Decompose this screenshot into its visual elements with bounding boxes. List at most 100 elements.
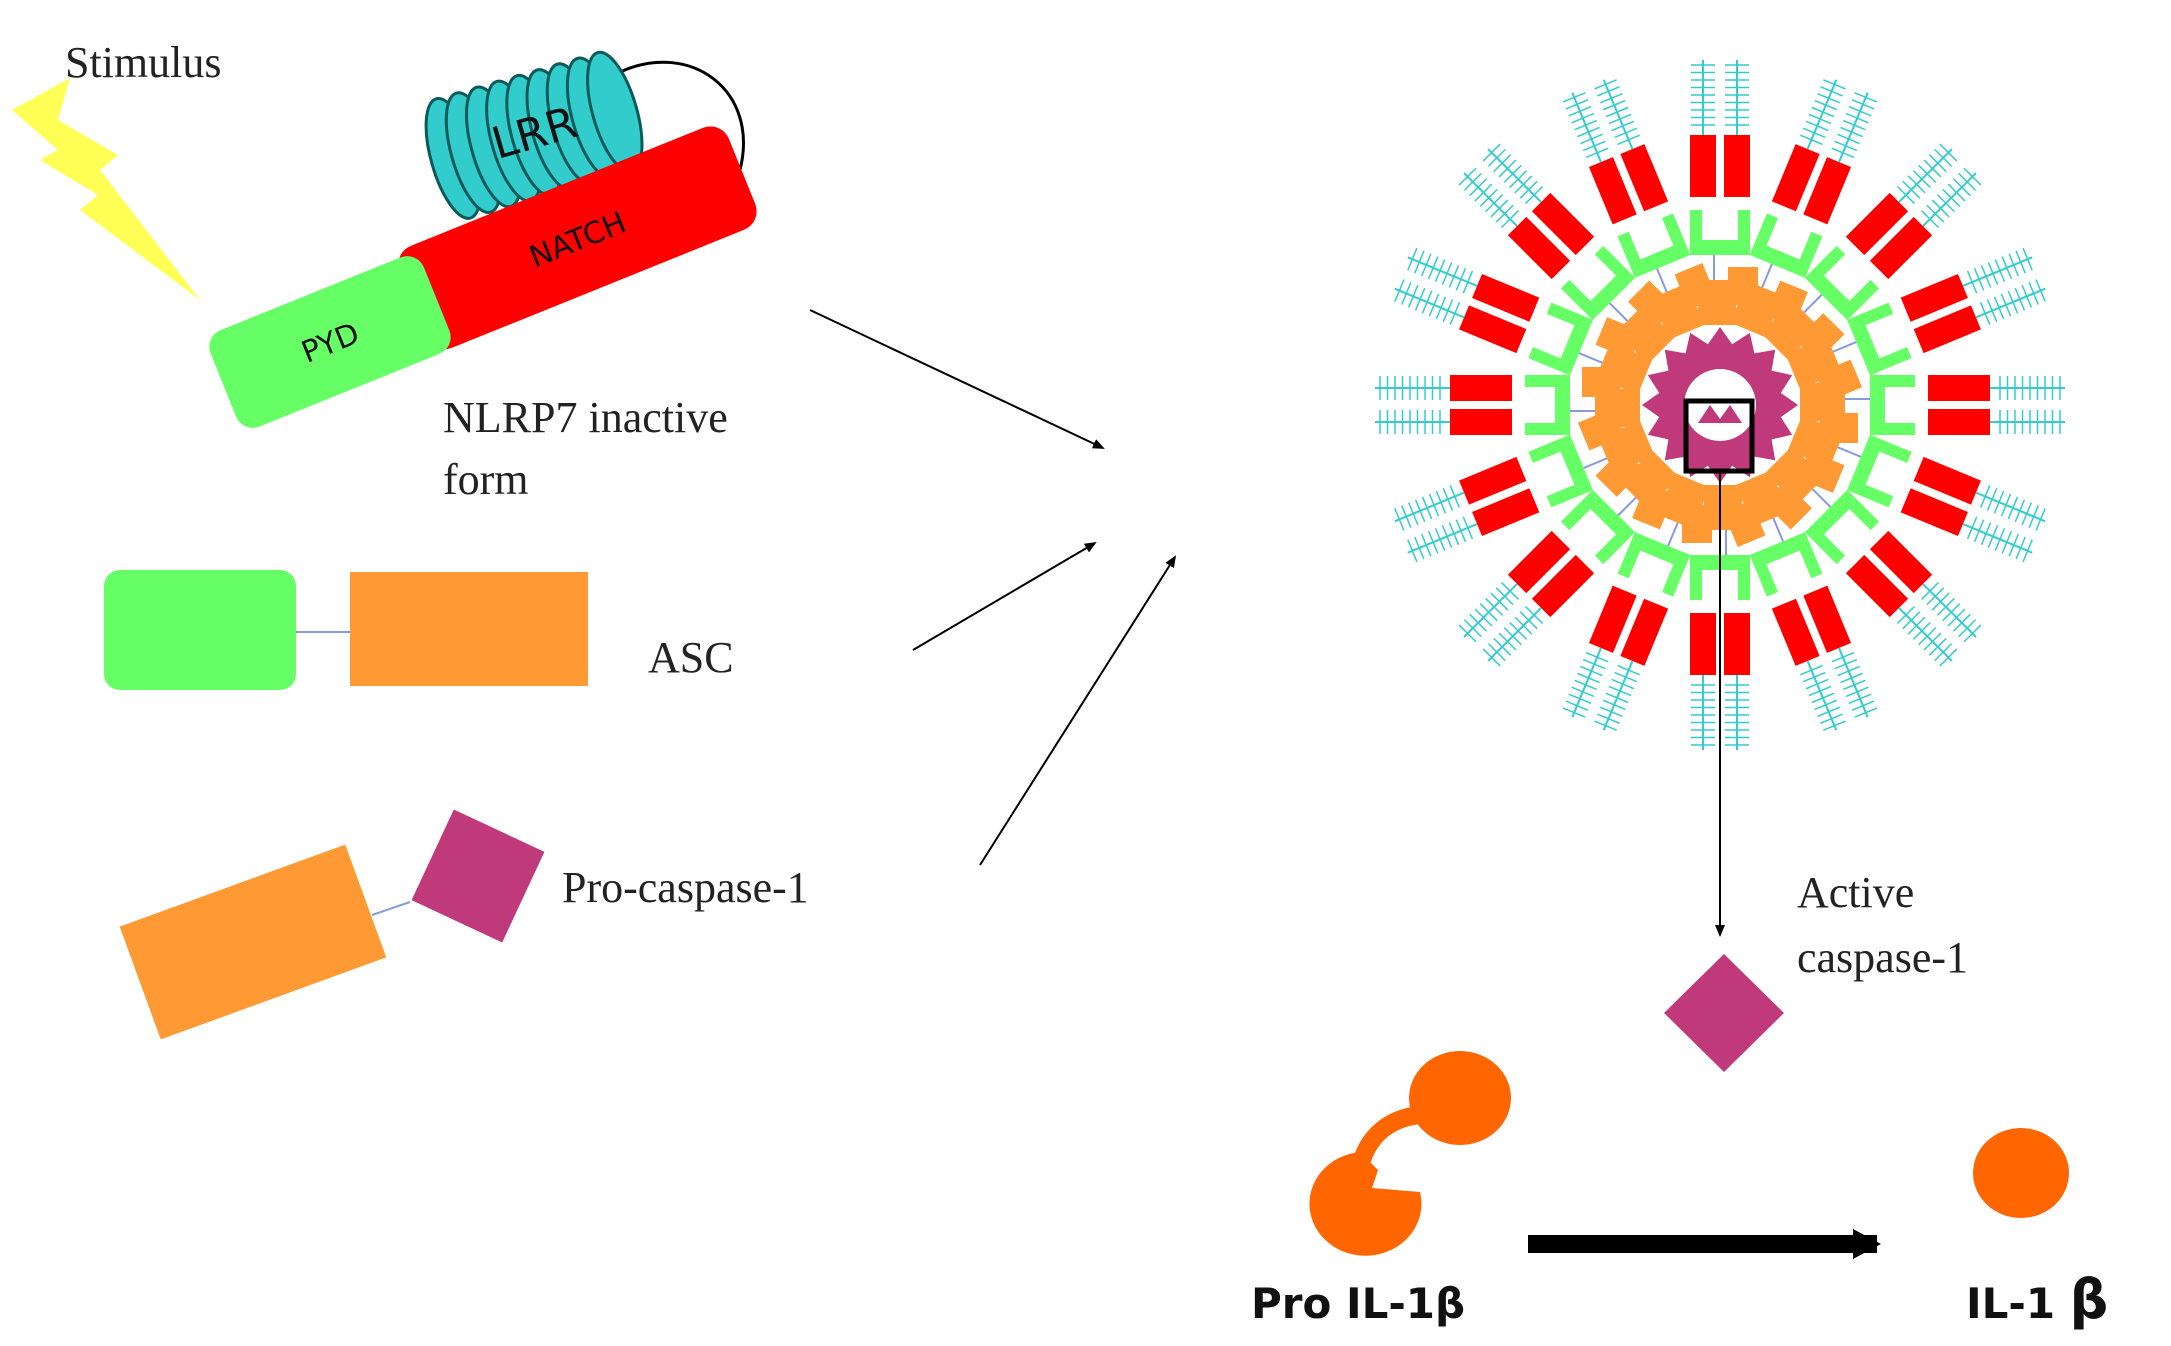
- lrr-brush-tick: [1840, 126, 1863, 138]
- lrr-brush-tick: [1498, 632, 1517, 651]
- lrr-brush-tick: [1848, 105, 1872, 117]
- lrr-brush-tick: [1808, 113, 1832, 125]
- lrr-brush-tick: [1577, 126, 1600, 138]
- lrr-brush: [1896, 143, 1958, 205]
- lrr-brush-tick: [1920, 581, 1940, 600]
- lrr-brush-tick: [1993, 490, 2005, 514]
- lrr-brush: [1482, 605, 1544, 667]
- lrr-brush: [1594, 660, 1640, 731]
- lrr-brush-tick: [1407, 247, 1418, 271]
- lrr-brush-tick: [1979, 302, 1991, 325]
- lrr-brush-tick: [1469, 613, 1488, 632]
- lrr-brush-tick: [1441, 262, 1453, 285]
- asc-card-block: [1704, 485, 1742, 530]
- natch-block: [1507, 530, 1571, 594]
- lrr-brush-tick: [1597, 86, 1620, 97]
- natch-block: [1472, 488, 1540, 537]
- nlrp7-label-line1: NLRP7 inactive: [443, 393, 728, 442]
- il1b-group: IL-1 β: [1966, 1128, 2108, 1331]
- lrr-brush-tick: [1487, 643, 1506, 662]
- lrr-brush-tick: [1939, 648, 1958, 667]
- pro-il1b-domain-bottom: [1309, 1152, 1422, 1256]
- lrr-brush-tick: [1952, 613, 1971, 632]
- lrr-brush-tick: [1585, 147, 1609, 159]
- lrr-brush-tick: [1854, 707, 1878, 718]
- lrr-brush-tick: [1994, 527, 2006, 551]
- lrr-brush-tick: [1931, 592, 1950, 611]
- inflammasome-spoke: [1761, 143, 1982, 362]
- lrr-brush-tick: [1928, 637, 1947, 656]
- lrr-brush-tick: [1441, 525, 1453, 548]
- lrr-brush-tick: [1582, 140, 1606, 152]
- lrr-brush-tick: [2022, 539, 2033, 563]
- lrr-brush-stem: [1838, 647, 1869, 718]
- pyd-u-shape: [1690, 210, 1750, 255]
- lrr-brush-tick: [1427, 530, 1439, 554]
- asc-card-block: [1674, 262, 1717, 310]
- lrr-brush-tick: [1485, 194, 1504, 213]
- procaspase-catalytic-domain: [411, 809, 545, 943]
- lrr-brush-tick: [1617, 664, 1640, 676]
- lrr-brush: [1394, 485, 1465, 531]
- lrr-brush-tick: [1442, 299, 1454, 323]
- lrr-brush-tick: [1568, 693, 1592, 705]
- lrr-brush-tick: [2035, 279, 2046, 302]
- lrr-brush-tick: [1394, 508, 1405, 531]
- lrr-brush-tick: [2008, 253, 2020, 277]
- natch-block: [1928, 409, 1990, 435]
- lrr-brush-tick: [1420, 253, 1432, 277]
- natch-block: [1588, 585, 1637, 653]
- lrr-brush-tick: [1947, 608, 1966, 627]
- nlrp7-label-form: form: [443, 455, 529, 504]
- lrr-brush-tick: [1902, 611, 1921, 630]
- lrr-brush: [1394, 279, 1465, 325]
- lrr-brush-tick: [1958, 172, 1977, 191]
- lrr-brush-stem: [1922, 583, 1977, 638]
- lrr-brush-tick: [1611, 678, 1635, 690]
- lrr-brush-tick: [1605, 692, 1629, 704]
- lrr-brush: [1990, 410, 2065, 434]
- lrr-brush: [1975, 279, 2046, 325]
- lrr-brush-tick: [1519, 611, 1538, 630]
- arrow-asc-to-inflammasome: [912, 541, 1097, 651]
- lrr-brush-tick: [1902, 180, 1921, 199]
- lrr-brush-tick: [1820, 86, 1843, 97]
- natch-block: [1724, 135, 1750, 197]
- pyd-u-shape: [1870, 375, 1915, 435]
- lrr-brush-tick: [1837, 133, 1860, 145]
- lrr-brush-stem: [1463, 172, 1518, 227]
- lrr-brush: [1831, 647, 1878, 718]
- lrr-brush-tick: [1931, 199, 1950, 218]
- lrr-brush-tick: [1986, 487, 1998, 511]
- lrr-brush: [1407, 516, 1478, 563]
- natch-block: [1869, 530, 1933, 594]
- lrr-brush-tick: [1500, 581, 1520, 600]
- lrr-brush-tick: [1851, 700, 1875, 711]
- lrr-brush-tick: [1926, 587, 1945, 606]
- lrr-brush-stem: [1394, 491, 1465, 523]
- lrr-brush-tick: [1896, 185, 1915, 205]
- lrr-brush-tick: [1482, 648, 1501, 667]
- lrr-brush-tick: [2035, 508, 2046, 531]
- lrr-brush-tick: [1608, 685, 1632, 697]
- asc-card-block: [1620, 450, 1679, 509]
- lrr-brush-tick: [1805, 120, 1829, 132]
- lrr-brush-tick: [1428, 493, 1440, 517]
- lrr-brush-tick: [1448, 265, 1460, 288]
- lrr-brush-tick: [1831, 147, 1855, 159]
- lrr-brush-tick: [1993, 296, 2005, 320]
- lrr-brush-tick: [1918, 164, 1937, 183]
- lrr-brush-stem: [1806, 79, 1838, 150]
- lrr-brush-tick: [1811, 692, 1835, 704]
- lrr-brush-tick: [1820, 713, 1843, 724]
- lrr-brush-stem: [1394, 287, 1465, 319]
- lrr-brush-tick: [1979, 485, 1991, 508]
- inflammasome-spoke: [1458, 448, 1679, 667]
- lrr-brush-tick: [1407, 284, 1419, 308]
- lrr-brush-tick: [2007, 290, 2019, 314]
- asc-label: ASC: [648, 633, 734, 682]
- pyd-u-shape: [1804, 489, 1880, 565]
- lrr-brush-tick: [1500, 210, 1520, 229]
- lrr-brush-tick: [1493, 637, 1512, 656]
- lrr-brush-tick: [1421, 290, 1433, 314]
